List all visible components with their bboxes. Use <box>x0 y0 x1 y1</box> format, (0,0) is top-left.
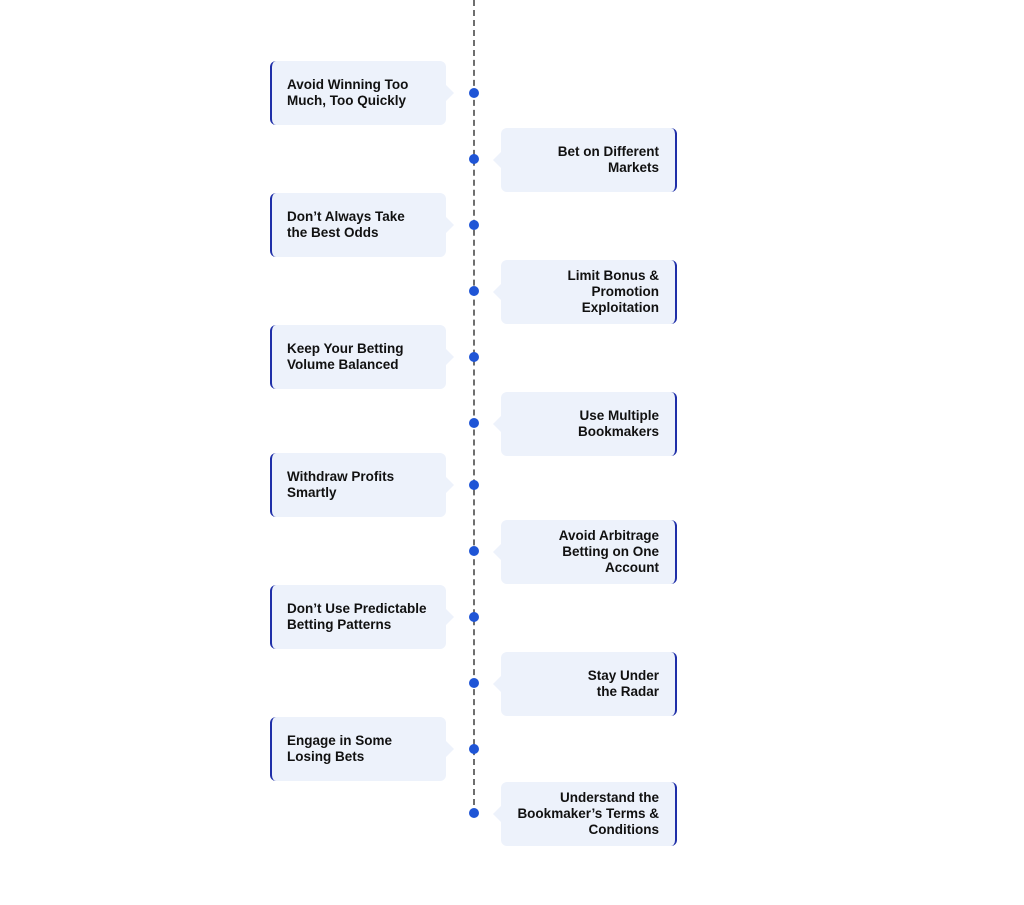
timeline-card-12: Understand the Bookmaker’s Terms & Condi… <box>493 782 677 846</box>
timeline-dot-1 <box>469 88 479 98</box>
timeline-card-label: Stay Under the Radar <box>587 668 659 699</box>
timeline-dot-6 <box>469 418 479 428</box>
timeline-card-label: Use Multiple Bookmakers <box>577 408 659 439</box>
timeline-card-7: Withdraw Profits Smartly <box>270 453 454 517</box>
timeline-card-8: Avoid Arbitrage Betting on One Account <box>493 520 677 584</box>
timeline-card-6: Use Multiple Bookmakers <box>493 392 677 456</box>
timeline-card-label: Engage in Some Losing Bets <box>287 733 393 764</box>
timeline-card-2: Bet on Different Markets <box>493 128 677 192</box>
timeline-dot-3 <box>469 220 479 230</box>
timeline-card-4: Limit Bonus & Promotion Exploitation <box>493 260 677 324</box>
timeline-dot-2 <box>469 154 479 164</box>
timeline-dot-8 <box>469 546 479 556</box>
timeline-dot-4 <box>469 286 479 296</box>
timeline-card-label: Don’t Always Take the Best Odds <box>287 209 405 240</box>
timeline-card-label: Keep Your Betting Volume Balanced <box>287 341 404 372</box>
timeline-card-5: Keep Your Betting Volume Balanced <box>270 325 454 389</box>
timeline-card-label: Avoid Winning Too Much, Too Quickly <box>287 77 409 108</box>
timeline-card-label: Understand the Bookmaker’s Terms & Condi… <box>517 790 659 837</box>
timeline-dot-7 <box>469 480 479 490</box>
timeline-card-label: Limit Bonus & Promotion Exploitation <box>567 268 660 315</box>
timeline-card-9: Don’t Use Predictable Betting Patterns <box>270 585 454 649</box>
timeline-card-1: Avoid Winning Too Much, Too Quickly <box>270 61 454 125</box>
timeline-dot-9 <box>469 612 479 622</box>
timeline-card-label: Don’t Use Predictable Betting Patterns <box>287 601 427 632</box>
timeline-dot-11 <box>469 744 479 754</box>
timeline-card-3: Don’t Always Take the Best Odds <box>270 193 454 257</box>
timeline-card-11: Engage in Some Losing Bets <box>270 717 454 781</box>
timeline-dot-10 <box>469 678 479 688</box>
timeline-dot-12 <box>469 808 479 818</box>
timeline-card-label: Avoid Arbitrage Betting on One Account <box>558 528 659 575</box>
timeline-card-10: Stay Under the Radar <box>493 652 677 716</box>
timeline-dot-5 <box>469 352 479 362</box>
timeline-card-label: Bet on Different Markets <box>557 144 659 175</box>
timeline-dashed-line <box>473 0 475 815</box>
timeline-card-label: Withdraw Profits Smartly <box>287 469 395 500</box>
